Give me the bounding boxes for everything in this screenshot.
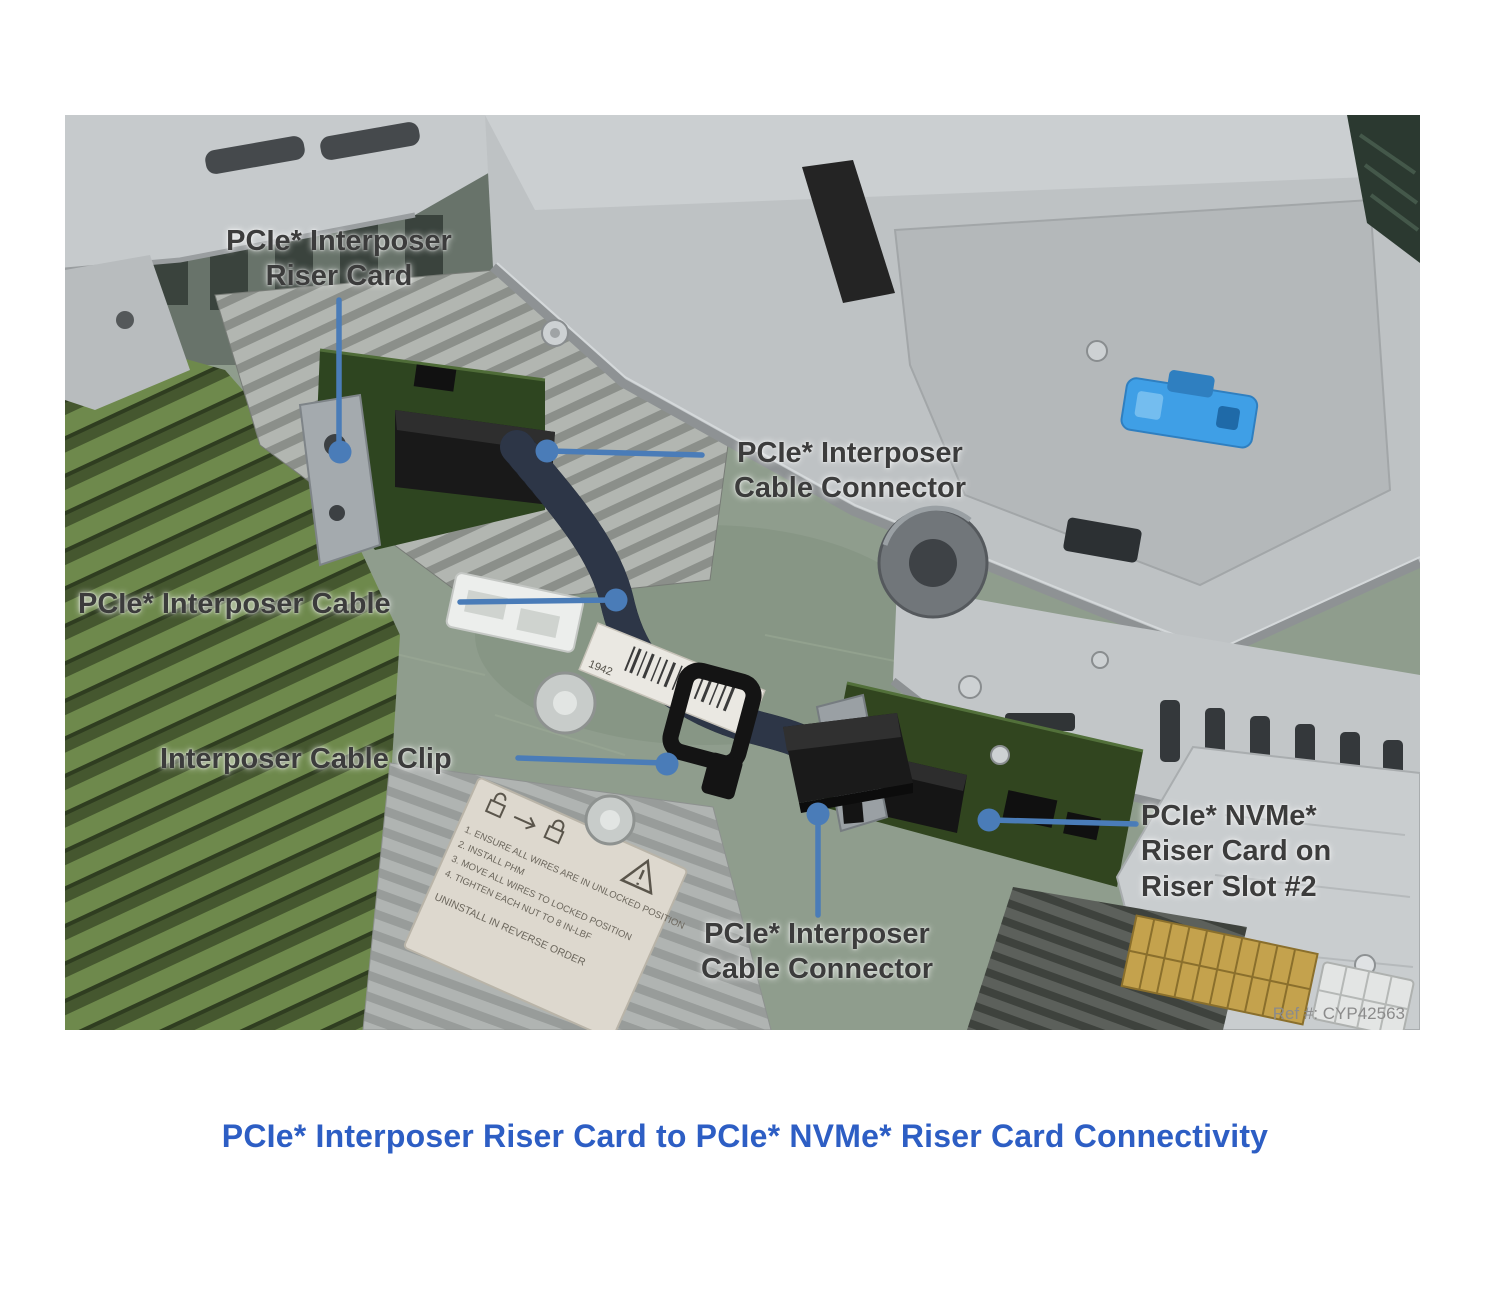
inductor-coil xyxy=(877,505,989,619)
gold-pin-connector xyxy=(1120,914,1319,1026)
modules-top-right xyxy=(1347,115,1420,263)
screw xyxy=(1086,340,1108,362)
interposer-cable-clip xyxy=(662,662,762,800)
chassis-bracket-top-left xyxy=(65,115,540,410)
padlock-open-icon xyxy=(484,792,507,819)
callout-interposer-riser-card: PCIe* Interposer Riser Card xyxy=(226,225,452,293)
screw xyxy=(1091,651,1109,669)
motherboard-scene: 1. ENSURE ALL WIRES ARE IN UNLOCKED POSI… xyxy=(65,115,1420,1030)
figure-caption: PCIe* Interposer Riser Card to PCIe* NVM… xyxy=(221,1118,1269,1154)
callout-interposer-cable-clip: Interposer Cable Clip xyxy=(160,743,452,775)
warning-triangle-icon xyxy=(619,858,653,896)
callout-interposer-cable-connector-bottom: PCIe* Interposer Cable Connector xyxy=(700,918,934,986)
callout-interposer-cable-connector-top: PCIe* Interposer Cable Connector xyxy=(733,437,967,505)
white-power-header xyxy=(1311,961,1415,1030)
arrow-icon xyxy=(513,815,536,830)
figure-photo: 1. ENSURE ALL WIRES ARE IN UNLOCKED POSI… xyxy=(65,115,1420,1030)
interposer-riser-card xyxy=(298,348,555,567)
blue-latch xyxy=(1120,370,1259,449)
callout-interposer-cable: PCIe* Interposer Cable xyxy=(78,588,391,620)
padlock-locked-icon xyxy=(543,819,565,845)
ref-number: Ref #: CYP42563 xyxy=(1272,1004,1405,1023)
interposer-cable-connector-bottom-part xyxy=(783,713,913,813)
pcie-slot-cutout xyxy=(802,160,895,303)
screw xyxy=(958,675,982,699)
callout-nvme-riser-card: PCIe* NVMe* Riser Card on Riser Slot #2 xyxy=(1141,800,1332,903)
